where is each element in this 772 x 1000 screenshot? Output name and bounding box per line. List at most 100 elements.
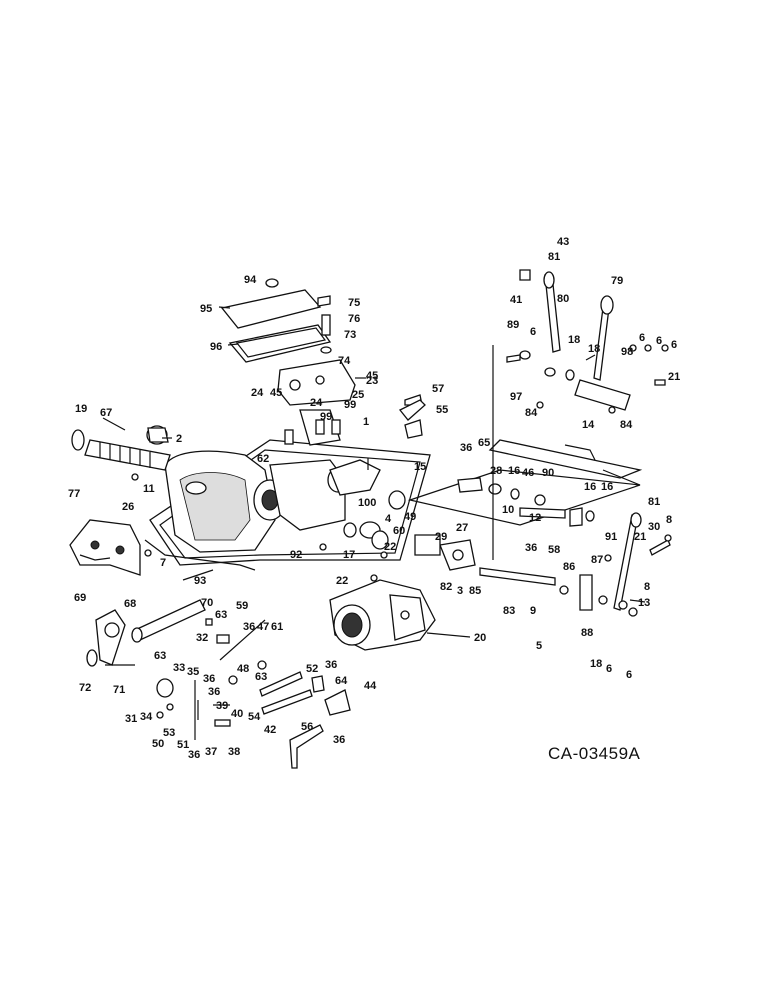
callout-99b: 99: [344, 399, 356, 411]
callout-76: 76: [348, 313, 360, 325]
callout-47: 47: [257, 621, 269, 633]
callout-80: 80: [557, 293, 569, 305]
callout-70: 70: [201, 597, 213, 609]
callout-88: 88: [581, 627, 593, 639]
callout-85: 85: [469, 585, 481, 597]
spool: [479, 507, 583, 586]
callout-60: 60: [393, 525, 405, 537]
callout-36b: 36: [525, 542, 537, 554]
callout-73: 73: [344, 329, 356, 341]
callout-8a: 8: [666, 514, 672, 526]
callout-21b: 21: [634, 531, 646, 543]
callout-72: 72: [79, 682, 91, 694]
callout-6b: 6: [639, 332, 645, 344]
callout-46: 46: [522, 467, 534, 479]
callout-30: 30: [648, 521, 660, 533]
callout-38: 38: [228, 746, 240, 758]
callout-98: 98: [621, 346, 633, 358]
callout-35: 35: [187, 666, 199, 678]
callout-27: 27: [456, 522, 468, 534]
callout-81: 81: [548, 251, 560, 263]
callout-99a: 99: [320, 411, 332, 423]
callout-96: 96: [210, 341, 222, 353]
callout-45a: 45: [366, 370, 378, 382]
callout-59: 59: [236, 600, 248, 612]
cover-plate: [220, 278, 332, 363]
callout-52: 52: [306, 663, 318, 675]
callout-6c: 6: [656, 335, 662, 347]
callout-18a: 18: [568, 334, 580, 346]
callout-36e: 36: [325, 659, 337, 671]
callout-24a: 24: [251, 387, 264, 399]
callout-68: 68: [124, 598, 136, 610]
callout-81b: 81: [648, 496, 660, 508]
callout-92: 92: [290, 549, 302, 561]
callout-63a: 63: [215, 609, 227, 621]
callout-95: 95: [200, 303, 212, 315]
callout-labels: 43 81 41 80 79 94 75 76 73 95 89 6 18 98…: [68, 236, 680, 761]
callout-97: 97: [510, 391, 522, 403]
callout-6a: 6: [530, 326, 536, 338]
callout-12: 12: [529, 512, 541, 524]
callout-48: 48: [237, 663, 249, 675]
callout-100: 100: [358, 497, 376, 509]
callout-89: 89: [507, 319, 519, 331]
callout-74: 74: [338, 355, 351, 367]
control-valve: [329, 579, 436, 651]
callout-90: 90: [542, 467, 554, 479]
callout-40: 40: [231, 708, 243, 720]
callout-8b: 8: [644, 581, 650, 593]
callout-67: 67: [100, 407, 112, 419]
callout-50: 50: [152, 738, 164, 750]
callout-87: 87: [591, 554, 603, 566]
callout-16c: 16: [601, 481, 613, 493]
bracket: [69, 519, 141, 576]
callout-63c: 63: [255, 671, 267, 683]
callout-91: 91: [605, 531, 617, 543]
callout-39: 39: [216, 700, 228, 712]
callout-82: 82: [440, 581, 452, 593]
callout-14: 14: [582, 419, 595, 431]
callout-41: 41: [510, 294, 522, 306]
valve-body: [277, 359, 356, 446]
callout-55: 55: [436, 404, 448, 416]
callout-36a: 36: [460, 442, 472, 454]
callout-43: 43: [557, 236, 569, 248]
callout-9: 9: [530, 605, 536, 617]
callout-22a: 22: [384, 541, 396, 553]
callout-16a: 16: [508, 465, 520, 477]
callout-56: 56: [301, 721, 313, 733]
callout-24b: 24: [310, 397, 323, 409]
callout-79: 79: [611, 275, 623, 287]
leader-lines: [102, 306, 646, 638]
callout-18c: 18: [590, 658, 602, 670]
callout-16b: 16: [584, 481, 596, 493]
callout-86: 86: [563, 561, 575, 573]
callout-22b: 22: [336, 575, 348, 587]
callout-42: 42: [264, 724, 276, 736]
callout-69: 69: [74, 592, 86, 604]
callout-10: 10: [502, 504, 514, 516]
callout-58: 58: [548, 544, 560, 556]
callout-33: 33: [173, 662, 185, 674]
callout-28: 28: [490, 465, 502, 477]
small-parts: [156, 618, 351, 769]
callout-63b: 63: [154, 650, 166, 662]
callout-3: 3: [457, 585, 463, 597]
callout-94: 94: [244, 274, 257, 286]
right-fasteners: [131, 344, 672, 617]
callout-83: 83: [503, 605, 515, 617]
lift-arm: [86, 599, 206, 667]
callout-21a: 21: [668, 371, 680, 383]
callout-77: 77: [68, 488, 80, 500]
callout-45b: 45: [270, 387, 282, 399]
callout-49: 49: [404, 511, 416, 523]
main-housing: [164, 450, 406, 553]
callout-84b: 84: [620, 419, 633, 431]
callout-64: 64: [335, 675, 348, 687]
callout-11: 11: [143, 483, 155, 495]
callout-4: 4: [385, 513, 392, 525]
diagram-code: CA-03459A: [548, 744, 641, 763]
callout-6d: 6: [671, 339, 677, 351]
